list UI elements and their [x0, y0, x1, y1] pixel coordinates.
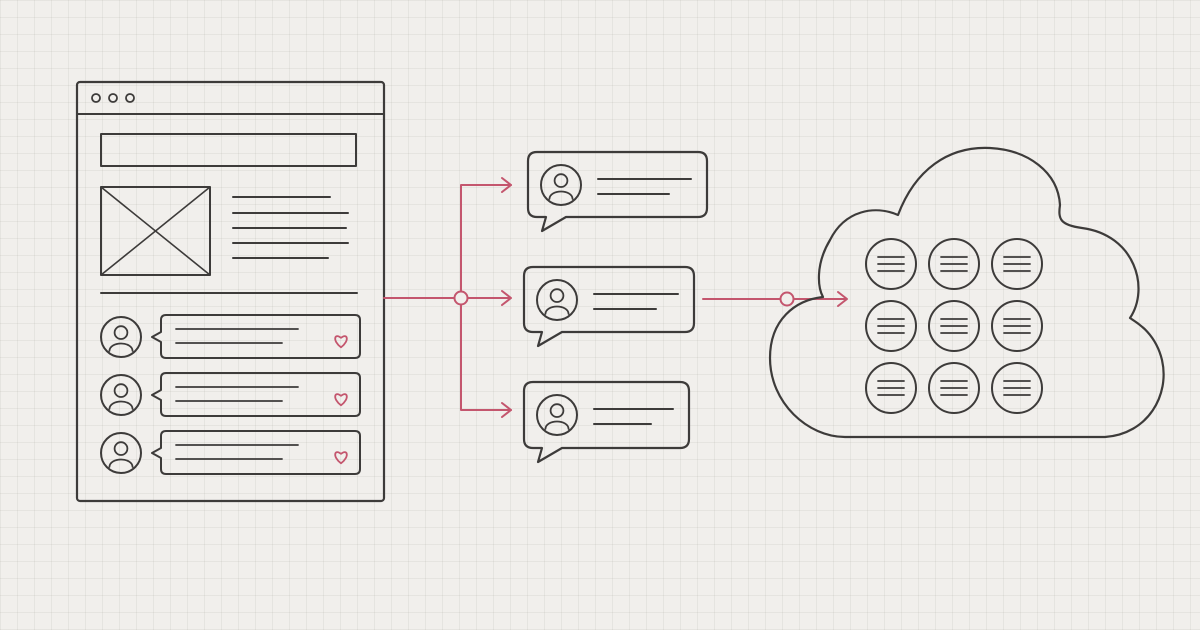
record-icon [865, 238, 917, 290]
speech-bubble-outline [522, 380, 691, 464]
image-placeholder-icon [100, 186, 211, 276]
connector-node [453, 290, 469, 306]
arrow-head [501, 290, 512, 306]
heart-icon [334, 335, 348, 349]
record-icon [865, 362, 917, 414]
speech-bubble [522, 265, 696, 348]
cloud-connector [702, 291, 848, 307]
connector-node [779, 291, 795, 307]
comment-bubble [151, 372, 361, 417]
speech-bubble [526, 150, 709, 233]
browser-frame [75, 80, 386, 503]
window-dot [91, 93, 101, 103]
article-text-lines [232, 196, 349, 259]
browser-header-bar [100, 133, 357, 167]
record-icon [928, 300, 980, 352]
window-controls [91, 93, 135, 103]
speech-bubble-outline [526, 150, 709, 233]
record-icon [991, 300, 1043, 352]
cloud-outline [768, 146, 1165, 439]
user-avatar-icon [536, 279, 578, 321]
record-icon [991, 362, 1043, 414]
comment-item [100, 314, 361, 359]
user-avatar-icon [540, 164, 582, 206]
user-avatar-icon [100, 432, 142, 474]
record-icon [928, 362, 980, 414]
arrow-head [837, 291, 848, 307]
heart-icon [334, 451, 348, 465]
comment-bubble [151, 430, 361, 475]
speech-bubble [522, 380, 691, 464]
comment-bubble [151, 314, 361, 359]
arrow-head [501, 402, 512, 418]
comment-list [100, 314, 361, 475]
speech-bubble-group [522, 150, 709, 464]
cloud-storage [768, 146, 1165, 439]
window-dot [108, 93, 118, 103]
record-icon [865, 300, 917, 352]
fan-out-connector [383, 177, 512, 418]
record-icon [991, 238, 1043, 290]
arrow-head [501, 177, 512, 193]
record-icon [928, 238, 980, 290]
record-grid [865, 238, 1043, 414]
browser-window [75, 80, 386, 503]
speech-bubble-outline [522, 265, 696, 348]
user-avatar-icon [100, 316, 142, 358]
user-avatar-icon [100, 374, 142, 416]
comment-item [100, 430, 361, 475]
comment-item [100, 372, 361, 417]
window-dot [125, 93, 135, 103]
heart-icon [334, 393, 348, 407]
user-avatar-icon [536, 394, 578, 436]
